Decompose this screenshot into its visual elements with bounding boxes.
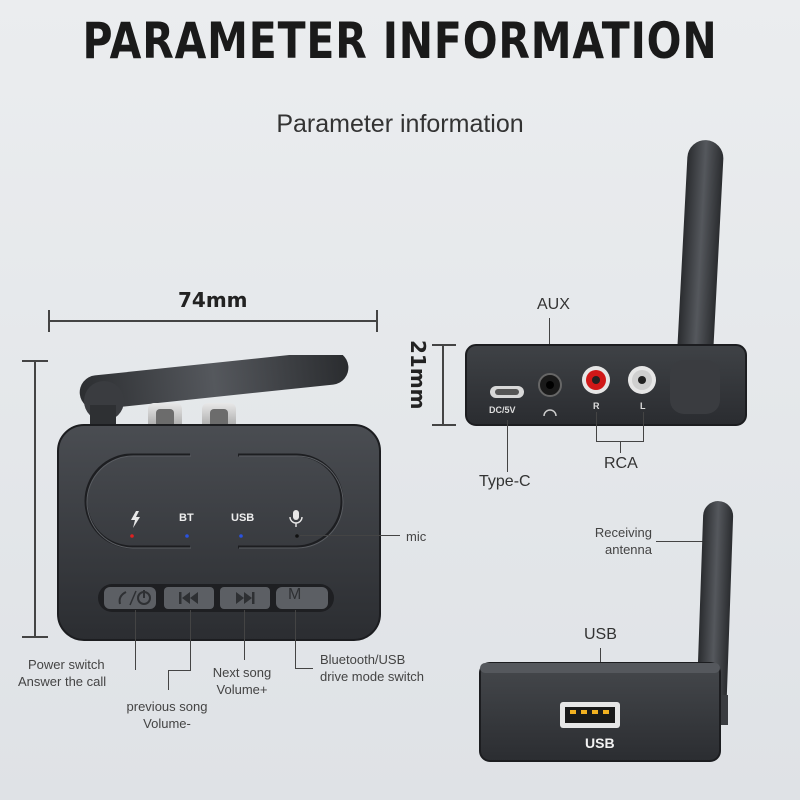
mode-label: Bluetooth/USB drive mode switch (320, 651, 424, 685)
depth-dimension-line (442, 344, 444, 426)
power-label: Power switch Answer the call (18, 656, 106, 690)
mic-label: mic (406, 529, 427, 544)
previous-icon (179, 592, 198, 604)
previous-label-line2: Volume- (143, 716, 191, 731)
typec-label: Type-C (479, 473, 531, 490)
mode-button-label: M (288, 586, 302, 603)
antenna (676, 140, 724, 380)
mic-callout-line (300, 535, 400, 536)
previous-label-line1: previous song (126, 699, 208, 714)
height-tick-top (22, 360, 48, 362)
power-label-line2: Answer the call (18, 674, 107, 689)
mic-hole (295, 534, 299, 538)
antenna-label: Receiving antenna (592, 524, 652, 558)
power-label-line1: Power switch (28, 657, 105, 672)
mode-button (276, 587, 328, 609)
usb-port-label: USB (585, 735, 615, 751)
back-device-illustration (465, 140, 747, 426)
next-label-line1: Next song (212, 665, 272, 680)
rca-callout-line-l (643, 412, 644, 442)
typec-callout-line (507, 420, 508, 472)
mic-icon (293, 510, 299, 520)
rca-callout-line-r (596, 412, 597, 442)
led-usb (239, 534, 243, 538)
usb-indicator-label: USB (231, 512, 255, 524)
led-bt (185, 534, 189, 538)
antenna-label-line2: antenna (605, 542, 652, 557)
previous-callout-line-h (168, 670, 191, 671)
power-callout-line (135, 610, 136, 670)
side-device-illustration (479, 501, 734, 762)
height-dimension-label: 64mm (0, 486, 2, 556)
antenna-label-line1: Receiving (594, 525, 652, 540)
next-icon (236, 592, 255, 604)
page-title: PARAMETER INFORMATION (82, 12, 718, 70)
power-answer-button (104, 587, 156, 609)
width-dimension-label: 74mm (178, 288, 248, 312)
previous-label: previous song Volume- (125, 698, 209, 732)
mode-callout-line-h (295, 668, 313, 669)
next-label-line2: Volume+ (216, 682, 268, 697)
next-callout-line (244, 610, 245, 660)
next-label: Next song Volume+ (210, 664, 274, 698)
depth-tick-top (432, 344, 456, 346)
depth-tick-bottom (432, 424, 456, 426)
usb-label: USB (584, 626, 617, 643)
aux-label: AUX (537, 296, 570, 313)
phone-icon (118, 591, 127, 605)
previous-callout-line-v2 (168, 670, 169, 690)
power-bolt-icon (131, 511, 140, 528)
r-label: R (593, 401, 600, 411)
height-dimension-line (34, 360, 36, 638)
page-subtitle: Parameter information (276, 110, 524, 138)
mode-label-line2: drive mode switch (320, 669, 425, 684)
width-tick-left (48, 310, 50, 332)
led-red (130, 534, 134, 538)
mode-label-line1: Bluetooth/USB (320, 652, 406, 667)
dc-label: DC/5V (489, 405, 516, 415)
rca-callout-line-stem (620, 441, 621, 453)
previous-callout-line-v (190, 610, 191, 670)
width-dimension-line (48, 320, 378, 322)
depth-dimension-label: 21mm (406, 340, 430, 410)
front-device-illustration (57, 355, 381, 641)
mode-callout-line-v (295, 610, 296, 668)
headphone-icon (543, 409, 557, 417)
height-tick-bottom (22, 636, 48, 638)
width-tick-right (376, 310, 378, 332)
rca-label: RCA (604, 455, 638, 472)
l-label: L (640, 401, 646, 411)
bt-indicator-label: BT (179, 512, 194, 524)
antenna-callout-line (656, 541, 710, 542)
